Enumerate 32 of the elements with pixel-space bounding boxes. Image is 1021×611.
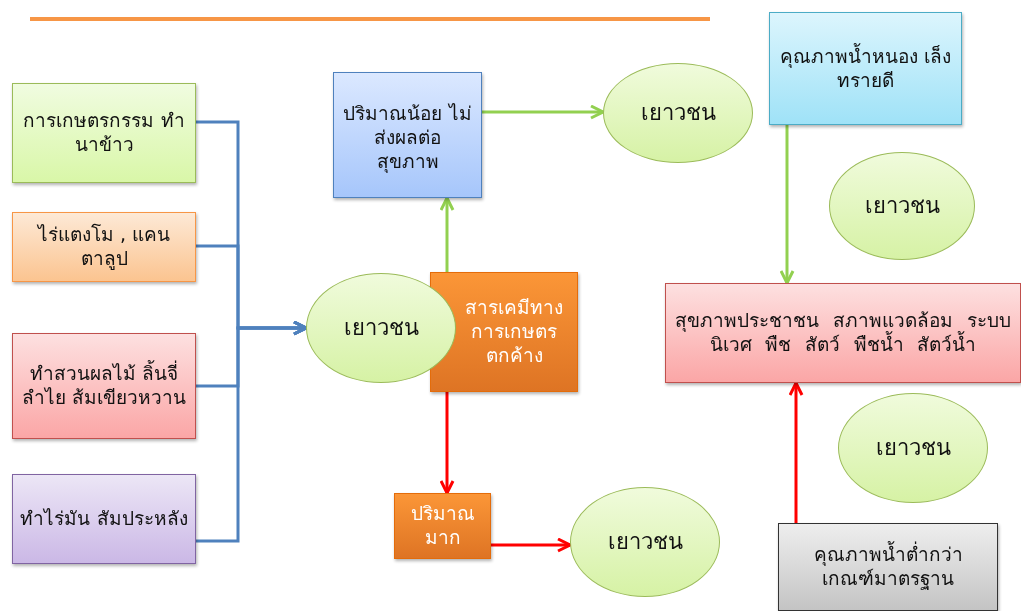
node-text: สารเคมีทาง การเกษตร ตกค้าง	[464, 296, 564, 368]
node-text: สุขภาพประชาชน สภาพแวดล้อม ระบบนิเวศ พืช สัตว์ พืชน้ำ สัตว์น้ำ	[674, 309, 1012, 357]
process-box	[12, 83, 196, 183]
process-box	[12, 333, 196, 439]
process-box	[394, 493, 491, 559]
node-text: เยาวชน	[607, 528, 683, 556]
node-text: เยาวชน	[343, 314, 419, 342]
node-text: คุณภาพน้ำต่ำกว่า เกณฑ์มาตรฐาน	[812, 543, 964, 591]
arrow	[779, 125, 795, 285]
arrow	[788, 381, 804, 523]
arrow	[491, 537, 572, 553]
node-text: การเกษตรกรรม ทำนาข้าว	[22, 109, 186, 157]
process-box	[778, 523, 998, 611]
process-box	[769, 12, 962, 125]
process-box	[665, 283, 1021, 383]
node-text: ทำไร่มัน สัมประหลัง	[20, 507, 188, 531]
arrow	[439, 196, 455, 272]
process-box	[12, 474, 196, 564]
node-text: คุณภาพน้ำหนอง เล็งทรายดี	[778, 44, 952, 93]
arrow	[439, 392, 455, 495]
process-box	[12, 212, 196, 282]
arrow	[196, 320, 308, 543]
node-text: เยาวชน	[640, 99, 716, 127]
node-text: ทำสวนผลไม้ ลิ้นจี่ ลำไย ส้มเขียวหวาน	[20, 362, 187, 410]
node-text: เยาวชน	[864, 192, 940, 220]
node-text: ปริมาณ มาก	[409, 502, 476, 550]
node-text: ปริมาณน้อย ไม่ส่งผลต่อ สุขภาพ	[342, 102, 473, 174]
node-text: เยาวชน	[875, 434, 951, 462]
process-box	[430, 272, 578, 392]
node-text: ไร่แตงโม , แคน ตาลูป	[36, 223, 172, 271]
process-box	[333, 72, 482, 198]
arrow	[482, 104, 605, 120]
